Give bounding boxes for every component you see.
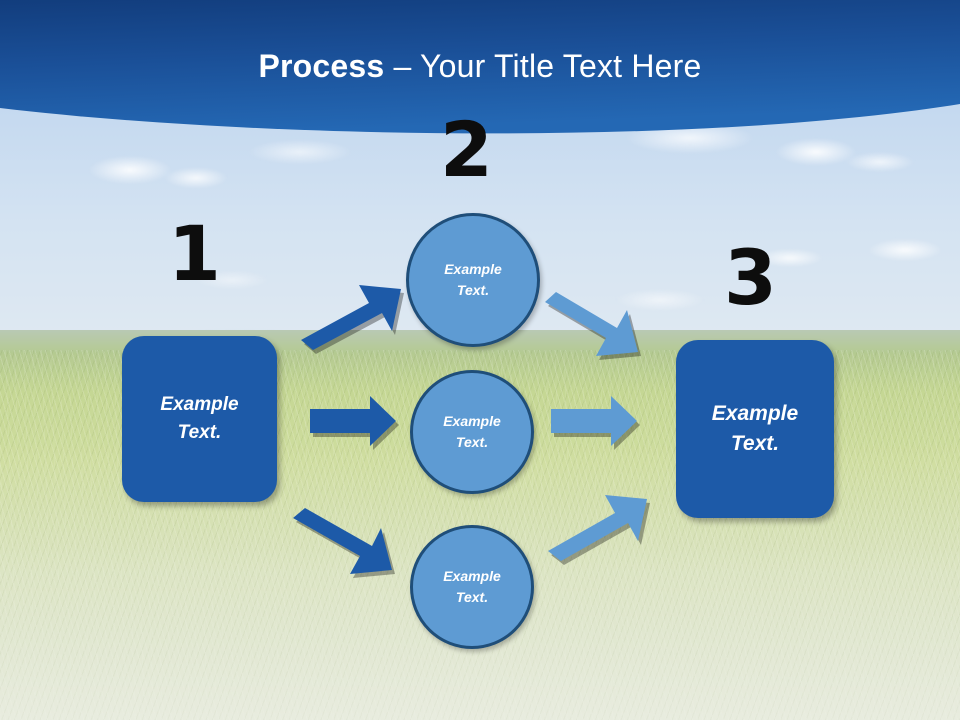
process-circle-middle-line2: Text.: [455, 434, 489, 450]
process-end-box-text: Example Text.: [712, 399, 798, 460]
process-circle-bottom-line2: Text.: [455, 589, 489, 605]
page-title-strong: Process: [258, 48, 385, 84]
arrow-out-top: [545, 292, 638, 356]
process-start-box-line2: Text.: [177, 422, 222, 443]
process-circle-top-line1: Example: [444, 261, 502, 277]
arrow-in-bottom: [293, 508, 392, 574]
process-circle-top-line2: Text.: [456, 282, 490, 298]
process-circle-bottom-text: Example Text.: [443, 566, 501, 608]
arrow-out-middle: [551, 396, 637, 446]
process-end-box-line2: Text.: [730, 432, 780, 455]
process-circle-middle-text: Example Text.: [443, 411, 501, 453]
arrow-out-bottom: [548, 495, 647, 561]
page-title-light: Your Title Text Here: [420, 48, 702, 84]
page-title: Process – Your Title Text Here: [0, 47, 960, 85]
process-circle-bottom-line1: Example: [443, 568, 501, 584]
process-circle-top-text: Example Text.: [444, 259, 502, 301]
step-number-1: 1: [168, 209, 221, 298]
process-end-box-line1: Example: [711, 401, 799, 425]
arrow-in-middle: [310, 396, 396, 446]
process-start-box-line1: Example: [160, 394, 239, 416]
step-number-3: 3: [724, 233, 777, 322]
step-number-2: 2: [440, 105, 493, 194]
arrow-in-top: [301, 285, 401, 350]
process-circle-bottom[interactable]: Example Text.: [410, 525, 534, 649]
process-start-box-text: Example Text.: [160, 391, 238, 446]
process-circle-middle[interactable]: Example Text.: [410, 370, 534, 494]
process-circle-top[interactable]: Example Text.: [406, 213, 540, 347]
page-title-separator: –: [384, 48, 421, 84]
process-end-box[interactable]: Example Text.: [676, 340, 834, 518]
process-circle-middle-line1: Example: [443, 413, 501, 429]
process-start-box[interactable]: Example Text.: [122, 336, 277, 502]
header-banner: Process – Your Title Text Here: [0, 0, 960, 140]
